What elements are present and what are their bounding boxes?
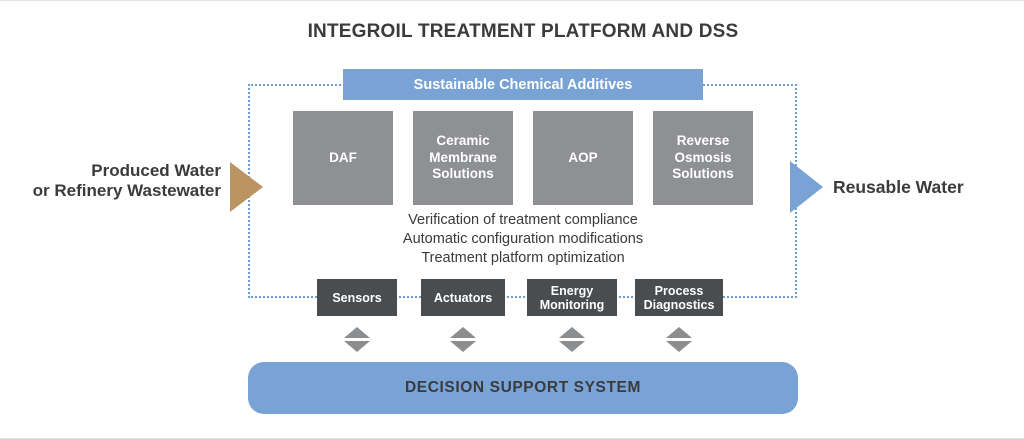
additives-banner-label: Sustainable Chemical Additives [413, 76, 633, 93]
module-label: Sensors [332, 290, 382, 305]
dss-label: DECISION SUPPORT SYSTEM [405, 379, 641, 396]
down-triangle-icon [559, 341, 585, 352]
up-triangle-icon [450, 327, 476, 338]
down-triangle-icon [344, 341, 370, 352]
inflow-label-line1: Produced Water [91, 161, 221, 180]
platform-functions-text: Verification of treatment compliance Aut… [248, 211, 798, 268]
function-line: Verification of treatment compliance [408, 212, 638, 228]
treatment-unit-reverse-osmosis: Reverse Osmosis Solutions [653, 111, 753, 205]
treatment-unit-label: Ceramic Membrane Solutions [429, 132, 497, 182]
inflow-label: Produced Water or Refinery Wastewater [0, 161, 221, 201]
updown-arrow-icon [559, 327, 585, 352]
treatment-unit-daf: DAF [293, 111, 393, 205]
down-triangle-icon [450, 341, 476, 352]
function-line: Treatment platform optimization [421, 250, 625, 266]
function-line: Automatic configuration modifications [402, 231, 644, 247]
updown-arrow-icon [666, 327, 692, 352]
updown-arrow-icon [344, 327, 370, 352]
module-actuators: Actuators [421, 279, 505, 316]
module-energy-monitoring: Energy Monitoring [527, 279, 617, 316]
inflow-arrow-icon [230, 162, 263, 212]
module-process-diagnostics: Process Diagnostics [635, 279, 723, 316]
inflow-label-line2: or Refinery Wastewater [32, 181, 221, 200]
up-triangle-icon [344, 327, 370, 338]
module-label: Energy Monitoring [539, 283, 605, 312]
treatment-unit-aop: AOP [533, 111, 633, 205]
diagram-title: INTEGROIL TREATMENT PLATFORM AND DSS [307, 21, 739, 42]
outflow-label: Reusable Water [833, 177, 964, 197]
module-sensors: Sensors [317, 279, 397, 316]
sustainable-chemical-additives-banner: Sustainable Chemical Additives [343, 69, 703, 100]
down-triangle-icon [666, 341, 692, 352]
up-triangle-icon [559, 327, 585, 338]
treatment-unit-label: DAF [329, 149, 357, 165]
updown-arrow-icon [450, 327, 476, 352]
module-label: Process Diagnostics [643, 283, 715, 312]
up-triangle-icon [666, 327, 692, 338]
treatment-unit-ceramic-membrane: Ceramic Membrane Solutions [413, 111, 513, 205]
treatment-unit-label: AOP [568, 149, 598, 165]
decision-support-system-box: DECISION SUPPORT SYSTEM [248, 362, 798, 414]
page-edge-top [0, 0, 1024, 1]
outflow-arrow-icon [790, 161, 823, 213]
module-label: Actuators [433, 290, 493, 305]
treatment-unit-label: Reverse Osmosis Solutions [672, 132, 734, 182]
